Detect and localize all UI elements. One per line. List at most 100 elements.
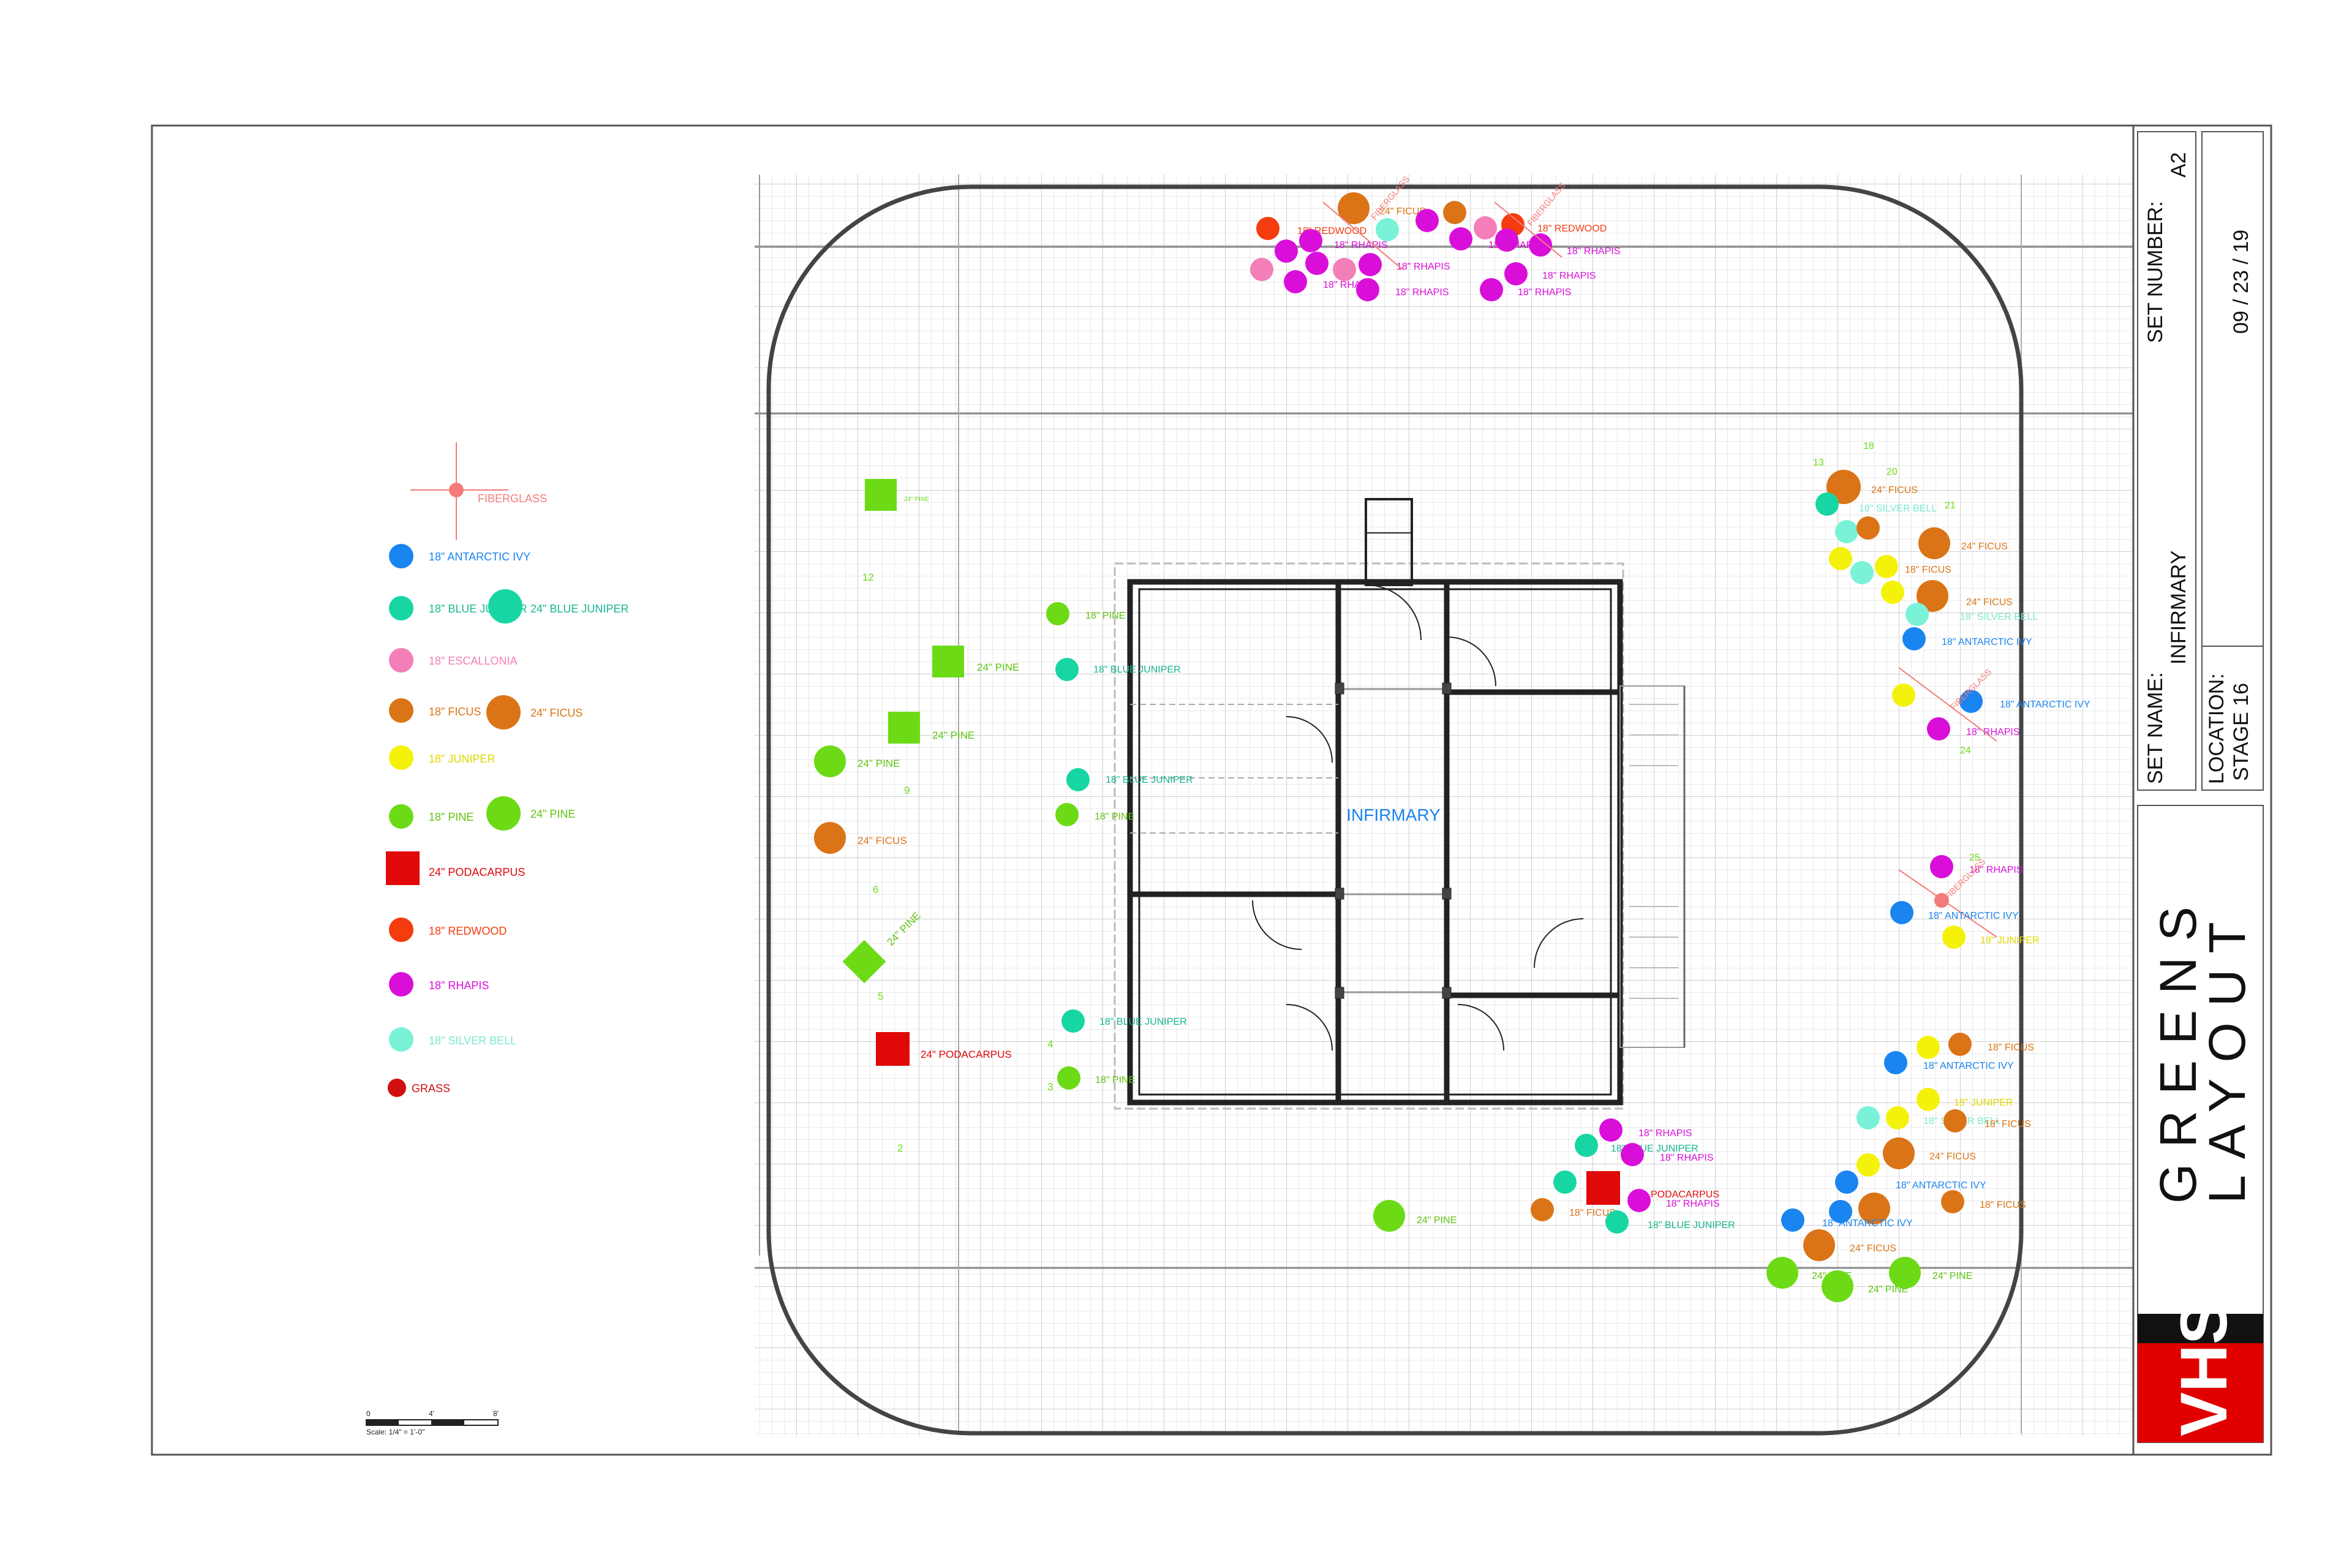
svg-text:18" SILVER BELL: 18" SILVER BELL	[1960, 612, 2038, 622]
svg-text:18" REDWOOD: 18" REDWOOD	[1537, 224, 1607, 234]
svg-text:24" FICUS: 24" FICUS	[858, 835, 907, 846]
svg-text:18" SILVER BELL: 18" SILVER BELL	[1859, 503, 1937, 514]
svg-text:24" FICUS: 24" FICUS	[1929, 1152, 1976, 1162]
svg-text:20: 20	[1887, 467, 1898, 477]
blue-juniper-18-marker	[1066, 768, 1090, 791]
legend-blue-juniper-24: 24" BLUE JUNIPER	[530, 603, 628, 615]
svg-text:24" FICUS: 24" FICUS	[1850, 1243, 1896, 1254]
ficus-24-icon	[486, 695, 521, 729]
svg-text:13: 13	[1813, 458, 1824, 468]
svg-text:18" JUNIPER: 18" JUNIPER	[429, 753, 495, 765]
svg-text:18" FICUS: 18" FICUS	[1980, 1200, 2026, 1210]
location-label: LOCATION:	[2205, 673, 2228, 784]
svg-text:4: 4	[1047, 1038, 1053, 1050]
svg-text:GRASS: GRASS	[412, 1082, 450, 1095]
svg-text:24" PINE: 24" PINE	[530, 808, 575, 820]
podacarpus-24-marker	[876, 1032, 910, 1066]
location: STAGE 16	[2230, 683, 2253, 781]
legend-item-redwood: 18" REDWOOD	[389, 918, 507, 942]
svg-text:18" ESCALLONIA: 18" ESCALLONIA	[429, 655, 517, 667]
svg-text:24" PINE: 24" PINE	[1932, 1271, 1972, 1281]
svg-text:6: 6	[873, 884, 878, 895]
svg-text:24" PINE: 24" PINE	[858, 758, 900, 769]
pine-24-marker	[888, 712, 920, 744]
svg-text:18" ANTARCTIC IVY: 18" ANTARCTIC IVY	[429, 551, 530, 563]
svg-text:18" BLUE JUNIPER: 18" BLUE JUNIPER	[1099, 1017, 1187, 1027]
grid-area	[755, 175, 2151, 1436]
legend-item-pine: 18" PINE 24" PINE	[389, 796, 575, 831]
svg-text:24" PODACARPUS: 24" PODACARPUS	[921, 1049, 1012, 1060]
set-number-label: SET NUMBER:	[2144, 201, 2167, 343]
svg-text:18" FICUS: 18" FICUS	[1985, 1119, 2031, 1129]
svg-text:18" PINE: 18" PINE	[429, 811, 473, 823]
blue-juniper-18-marker	[1055, 658, 1079, 681]
ficus-icon	[389, 698, 413, 723]
svg-text:18" RHAPIS: 18" RHAPIS	[1666, 1199, 1720, 1209]
svg-text:18" RHAPIS: 18" RHAPIS	[1966, 727, 2020, 737]
legend-item-fiberglass: FIBERGLASS	[410, 442, 547, 540]
legend-item-podacarpus: 24" PODACARPUS	[386, 851, 525, 885]
legend-item-antarctic-ivy: 18" ANTARCTIC IVY	[389, 544, 530, 568]
svg-text:24" FICUS: 24" FICUS	[1379, 206, 1426, 217]
set-name: INFIRMARY	[2167, 551, 2190, 665]
legend-item-blue-juniper: 18" BLUE JUNIPER 24" BLUE JUNIPER	[389, 589, 628, 624]
svg-text:24" PODACARPUS: 24" PODACARPUS	[429, 866, 525, 878]
legend-item-juniper: 18" JUNIPER	[389, 745, 495, 770]
ficus-24-marker	[814, 822, 846, 854]
pine-24-marker	[865, 479, 897, 511]
pine-icon	[389, 804, 413, 829]
svg-text:FIBERGLASS: FIBERGLASS	[478, 492, 547, 505]
room-label: INFIRMARY	[1346, 805, 1441, 824]
juniper-icon	[389, 745, 413, 770]
sheet-title-line2: LAYOUT	[2198, 906, 2256, 1204]
svg-text:18" FICUS: 18" FICUS	[1905, 565, 1951, 575]
svg-text:18" ANTARCTIC IVY: 18" ANTARCTIC IVY	[1822, 1218, 1913, 1229]
svg-text:18" RHAPIS: 18" RHAPIS	[1638, 1128, 1692, 1139]
svg-text:18" ANTARCTIC IVY: 18" ANTARCTIC IVY	[1923, 1061, 2014, 1071]
svg-text:18" RHAPIS: 18" RHAPIS	[1395, 287, 1449, 298]
svg-text:18" PINE: 18" PINE	[1095, 1075, 1135, 1085]
pine-24-icon	[486, 796, 521, 831]
blue-juniper-24-icon	[488, 589, 522, 624]
north-plantings: 24" FICUS 18" REDWOOD 18" REDWOOD 18" RH…	[1250, 174, 1621, 301]
svg-text:18" FICUS: 18" FICUS	[1569, 1208, 1616, 1218]
svg-text:5: 5	[878, 990, 883, 1002]
svg-text:21: 21	[1945, 500, 1956, 511]
svg-text:18" REDWOOD: 18" REDWOOD	[429, 925, 507, 937]
east-plantings-upper: 13 18 20 21 24" FICUS 18" SILVER BELL 24…	[1813, 441, 2090, 756]
pine-24-marker	[814, 745, 846, 777]
svg-text:18" FICUS: 18" FICUS	[1988, 1042, 2034, 1053]
svg-text:24" PINE: 24" PINE	[977, 662, 1019, 673]
pine-24-marker	[842, 940, 886, 984]
svg-text:18" FICUS: 18" FICUS	[429, 706, 481, 718]
svg-text:18" PINE: 18" PINE	[1085, 611, 1125, 621]
sheet-title-line1: GREENS	[2149, 891, 2207, 1204]
svg-text:3: 3	[1047, 1081, 1053, 1093]
svg-text:18: 18	[1863, 441, 1874, 451]
svg-text:18" SILVER BELL: 18" SILVER BELL	[429, 1035, 516, 1047]
set-number: A2	[2167, 152, 2190, 178]
set-name-label: SET NAME:	[2144, 672, 2167, 784]
pine-18-marker	[1055, 803, 1079, 826]
svg-text:18" BLUE JUNIPER: 18" BLUE JUNIPER	[1648, 1220, 1735, 1231]
date: 09 / 23 / 19	[2230, 230, 2253, 334]
svg-text:24" PINE: 24" PINE	[904, 496, 929, 503]
legend-item-silver-bell: 18" SILVER BELL	[389, 1027, 516, 1052]
building-floor-plan	[1114, 498, 1686, 1110]
pine-18-marker	[1057, 1066, 1080, 1090]
svg-text:18" ANTARCTIC IVY: 18" ANTARCTIC IVY	[2000, 699, 2090, 710]
stage-boundary	[766, 184, 2024, 1436]
podacarpus-icon	[386, 851, 420, 885]
svg-text:18" ANTARCTIC IVY: 18" ANTARCTIC IVY	[1942, 637, 2032, 647]
svg-text:24" PINE: 24" PINE	[932, 729, 974, 741]
svg-text:24" FICUS: 24" FICUS	[1961, 541, 2008, 552]
legend-item-ficus: 18" FICUS 24" FICUS	[389, 695, 582, 729]
svg-text:18" RHAPIS: 18" RHAPIS	[429, 979, 489, 992]
svg-text:18" ANTARCTIC IVY: 18" ANTARCTIC IVY	[1896, 1180, 1986, 1191]
legend-item-escallonia: 18" ESCALLONIA	[389, 648, 517, 673]
svg-text:18" JUNIPER: 18" JUNIPER	[1980, 935, 2039, 946]
escallonia-icon	[389, 648, 413, 673]
redwood-icon	[389, 918, 413, 942]
svg-text:24" FICUS: 24" FICUS	[1966, 597, 2013, 608]
